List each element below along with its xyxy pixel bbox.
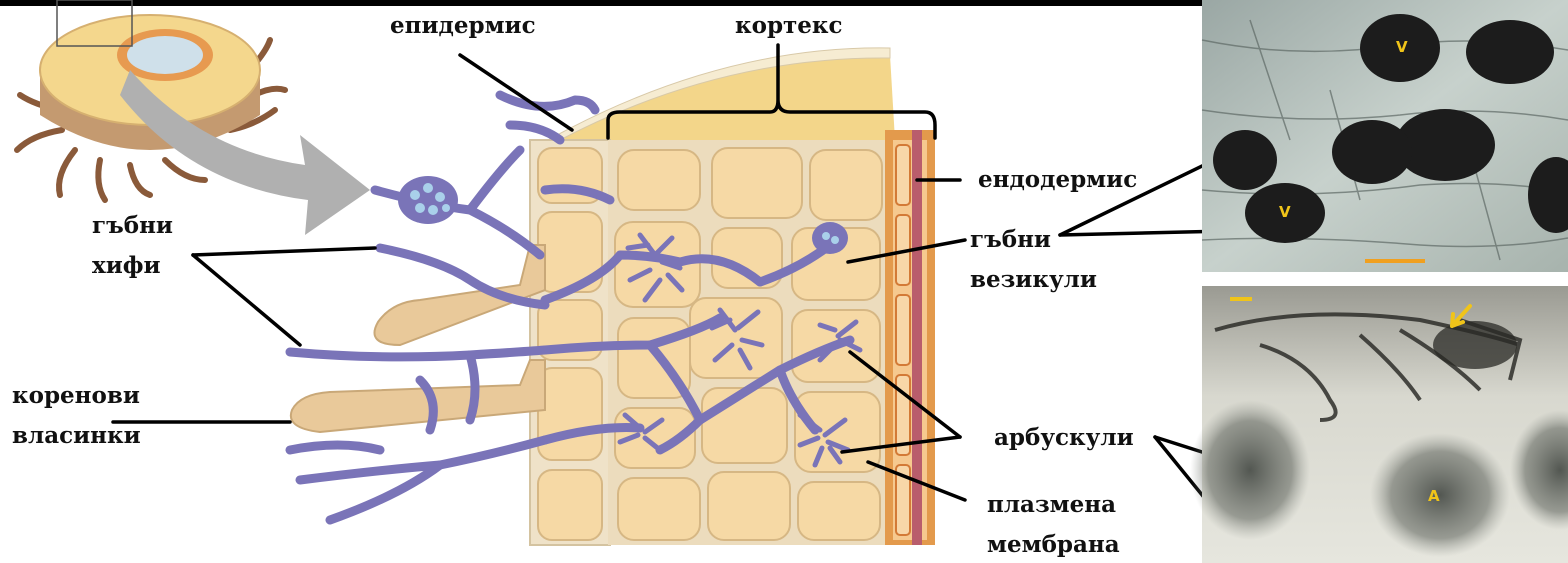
vesicle-mark-1: V xyxy=(1396,38,1408,56)
label-endodermis: ендодермис xyxy=(978,166,1137,194)
label-fungal-hyphae-1: гъбни xyxy=(92,212,173,240)
vesicle-micrograph xyxy=(1202,0,1568,272)
label-plasma-membrane-1: плазмена xyxy=(987,491,1116,519)
arbuscule-micrograph xyxy=(1190,272,1568,563)
vesicle-mark-2: V xyxy=(1279,203,1291,221)
label-epidermis: епидермис xyxy=(390,12,536,40)
label-root-hairs-1: коренови xyxy=(12,382,140,410)
root-tissue-section xyxy=(290,48,935,545)
label-root-hairs-2: власинки xyxy=(12,422,141,450)
arbuscule-mark: A xyxy=(1428,487,1440,505)
label-plasma-membrane-2: мембрана xyxy=(987,531,1120,559)
label-fungal-vesicles-1: гъбни xyxy=(970,226,1051,254)
label-arbuscules: арбускули xyxy=(994,424,1134,452)
label-fungal-hyphae-2: хифи xyxy=(92,252,161,280)
label-fungal-vesicles-2: везикули xyxy=(970,266,1097,294)
label-cortex: кортекс xyxy=(735,12,843,40)
